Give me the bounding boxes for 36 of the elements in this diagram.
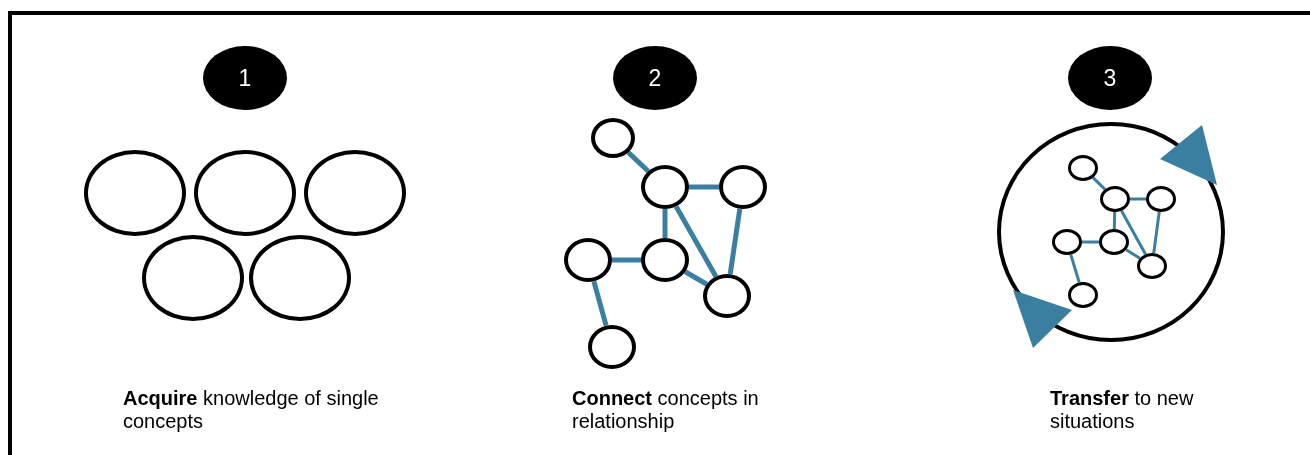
- concept-circle: [1068, 155, 1098, 181]
- connector-line: [1069, 254, 1081, 283]
- concept-circle: [591, 118, 635, 158]
- number-badge: 2: [613, 46, 697, 110]
- number-badge: 1: [203, 46, 287, 110]
- number-badge: 3: [1068, 46, 1152, 110]
- concept-circle: [1137, 253, 1167, 279]
- concept-circle: [1052, 229, 1082, 255]
- connector-line: [1125, 248, 1141, 260]
- connector-line: [612, 257, 641, 263]
- connector-line: [684, 269, 708, 287]
- connector-line: [689, 184, 719, 190]
- concept-circle: [564, 238, 612, 282]
- connector-line: [662, 209, 668, 238]
- connector-line: [727, 208, 743, 275]
- concept-circle: [641, 238, 689, 282]
- connector-line: [673, 205, 719, 278]
- connector-line: [1152, 211, 1161, 254]
- connector-line: [591, 280, 609, 327]
- concept-circle: [719, 165, 767, 209]
- concept-circle: [1100, 186, 1130, 212]
- concept-circle: [1099, 229, 1129, 255]
- concept-circle: [588, 325, 636, 369]
- connector-line: [1130, 197, 1146, 201]
- description-text: Connect concepts in relationship: [572, 387, 760, 433]
- connector-line: [1091, 176, 1107, 191]
- description-text: Transfer to new situations: [1050, 387, 1195, 433]
- connector-line: [1112, 211, 1117, 230]
- concept-circle: [1146, 186, 1176, 212]
- connector-line: [626, 150, 650, 174]
- description-text: Acquire knowledge of single concepts: [123, 387, 380, 433]
- connector-line: [1082, 240, 1099, 244]
- concept-circle: [1068, 282, 1098, 308]
- concept-circle: [641, 165, 689, 209]
- concept-circle: [703, 274, 751, 318]
- connector-line: [1120, 210, 1147, 255]
